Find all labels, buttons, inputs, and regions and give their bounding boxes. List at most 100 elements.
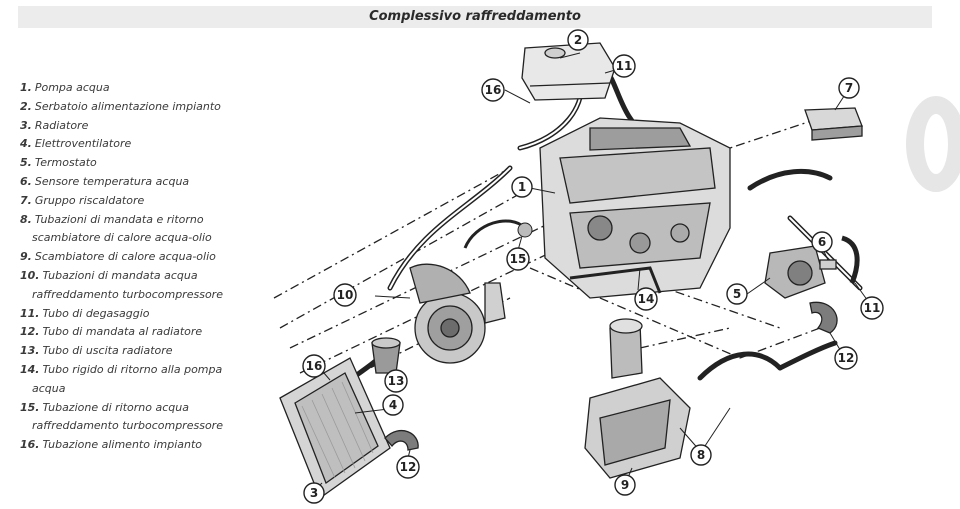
- legend-item: 4.Elettroventilatore: [20, 135, 270, 154]
- legend-text: Tubazione di ritorno acqua: [42, 400, 189, 414]
- legend-text: Tubazione alimento impianto: [42, 438, 203, 452]
- turbocharger: [409, 263, 506, 364]
- thermostat-housing: [764, 245, 826, 299]
- callout-13: 13: [384, 369, 408, 393]
- legend-text: Tubo di uscita radiatore: [42, 344, 173, 358]
- oil-water-heat-exchanger: [584, 318, 691, 479]
- legend-number: 15.: [20, 400, 40, 414]
- legend-text: Scambiatore di calore acqua-olio: [34, 250, 216, 264]
- legend-number: 11.: [20, 306, 40, 320]
- legend-number: 8.: [20, 212, 32, 226]
- svg-text:12: 12: [838, 351, 855, 365]
- svg-text:14: 14: [638, 292, 655, 306]
- legend-text: Tubazioni di mandata acqua: [42, 268, 198, 282]
- legend-item: 12.Tubo di mandata al radiatore: [20, 323, 270, 342]
- callout-10: 10: [333, 283, 357, 307]
- svg-text:5: 5: [733, 287, 741, 301]
- return-pipe-15: [463, 219, 527, 249]
- legend-item: 2.Serbatoio alimentazione impianto: [20, 98, 270, 117]
- callout-2: 2: [567, 29, 589, 51]
- legend-number: 13.: [20, 344, 40, 358]
- callout-11-b: 11: [860, 296, 884, 320]
- legend-item: 6.Sensore temperatura acqua: [20, 173, 270, 192]
- callout-12-a: 12: [834, 346, 858, 370]
- legend-item: 16.Tubazione alimento impianto: [20, 436, 270, 455]
- engine-block: [539, 117, 731, 299]
- legend-number: 5.: [20, 156, 32, 170]
- svg-text:13: 13: [388, 374, 405, 388]
- expansion-tank: [521, 42, 616, 101]
- svg-text:16: 16: [485, 83, 502, 97]
- legend-item: 10.Tubazioni di mandata acqua: [20, 267, 270, 286]
- title-bar: Complessivo raffreddamento: [18, 6, 932, 28]
- callout-3: 3: [303, 482, 325, 504]
- legend-item-continuation: raffreddamento turbocompressore: [32, 419, 223, 433]
- legend-number: 1.: [20, 81, 32, 94]
- svg-text:8: 8: [697, 448, 705, 462]
- legend-item: 7.Gruppo riscaldatore: [20, 192, 270, 211]
- legend-number: 12.: [20, 325, 40, 339]
- legend-item: 9.Scambiatore di calore acqua-olio: [20, 248, 270, 267]
- svg-text:2: 2: [574, 33, 582, 47]
- legend-text: Tubo rigido di ritorno alla pompa: [42, 362, 223, 376]
- legend-item: 11.Tubo di degasaggio: [20, 305, 270, 324]
- legend-item-continuation: raffreddamento turbocompressore: [32, 287, 223, 301]
- legend-number: 14.: [20, 362, 40, 376]
- legend-number: 2.: [20, 99, 32, 113]
- legend-text: Gruppo riscaldatore: [34, 193, 145, 207]
- callout-12-b: 12: [396, 455, 420, 479]
- legend-item: 8.Tubazioni di mandata e ritorno: [20, 211, 270, 230]
- legend-item: 1.Pompa acqua: [20, 79, 270, 98]
- svg-text:9: 9: [621, 478, 629, 492]
- callout-16-a: 16: [481, 78, 505, 102]
- svg-text:4: 4: [389, 398, 397, 412]
- svg-text:6: 6: [818, 235, 826, 249]
- callout-9: 9: [614, 474, 636, 496]
- page-title: Complessivo raffreddamento: [369, 9, 581, 24]
- legend-text: Sensore temperatura acqua: [34, 174, 190, 188]
- legend-text: Tubo di mandata al radiatore: [42, 325, 203, 339]
- legend-text: Radiatore: [34, 118, 89, 132]
- svg-text:10: 10: [337, 288, 354, 302]
- legend-item-continuation: scambiatore di calore acqua-olio: [32, 231, 212, 245]
- svg-text:11: 11: [864, 301, 881, 315]
- svg-text:1: 1: [518, 180, 526, 194]
- heater-unit: [804, 107, 863, 141]
- radiator-hose-left: [384, 429, 419, 451]
- legend-number: 3.: [20, 118, 32, 132]
- legend-item: 15.Tubazione di ritorno acqua: [20, 399, 270, 418]
- callout-16-b: 16: [302, 354, 326, 378]
- callout-4: 4: [382, 394, 404, 416]
- callout-6: 6: [811, 231, 833, 253]
- callout-7: 7: [838, 77, 860, 99]
- legend-text: Serbatoio alimentazione impianto: [34, 99, 221, 113]
- svg-text:3: 3: [310, 486, 318, 500]
- legend-item-continuation: acqua: [32, 381, 66, 395]
- radiator: [279, 357, 391, 500]
- radiator-hose-right: [809, 301, 838, 334]
- decorative-ring: [906, 96, 960, 192]
- callout-11-a: 11: [612, 54, 636, 78]
- legend-item: 14.Tubo rigido di ritorno alla pompa: [20, 361, 270, 380]
- callout-15: 15: [506, 247, 530, 271]
- legend-number: 4.: [20, 137, 32, 151]
- oil-cup: [371, 337, 401, 374]
- svg-text:12: 12: [400, 460, 417, 474]
- legend-text: Tubo di degasaggio: [42, 306, 150, 320]
- rigid-pipe-14: [569, 266, 662, 294]
- legend-number: 10.: [20, 268, 40, 282]
- temperature-sensor: [819, 259, 837, 270]
- legend-item: 5.Termostato: [20, 154, 270, 173]
- legend-text: Pompa acqua: [34, 81, 110, 94]
- svg-text:11: 11: [616, 59, 633, 73]
- legend-number: 9.: [20, 250, 32, 264]
- legend-item: 13.Tubo di uscita radiatore: [20, 342, 270, 361]
- svg-text:15: 15: [510, 252, 527, 266]
- callout-5: 5: [726, 283, 748, 305]
- svg-text:7: 7: [845, 81, 853, 95]
- legend-number: 16.: [20, 438, 40, 452]
- legend-text: Elettroventilatore: [34, 137, 132, 151]
- svg-text:16: 16: [306, 359, 323, 373]
- callout-8-a: 8: [690, 444, 712, 466]
